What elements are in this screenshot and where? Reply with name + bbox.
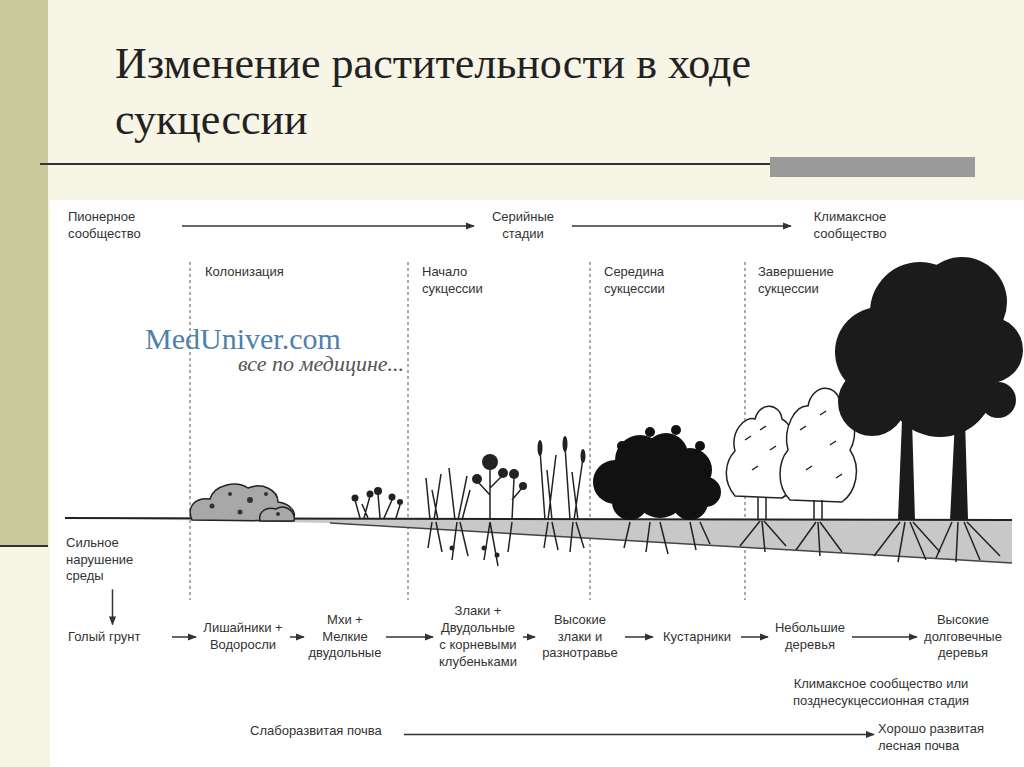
watermark: MedUniver.com xyxy=(145,322,445,355)
step-text: Слаборазвитая почва xyxy=(250,723,400,740)
flow-step: Голый грунт xyxy=(68,629,168,646)
flow-arrow xyxy=(572,225,791,227)
flow-step: Серийные стадии xyxy=(478,209,568,243)
flow-step: Мхи + Мелкие двудольные xyxy=(308,612,382,663)
step-text: Хорошо развитая лесная почва xyxy=(878,721,1012,755)
flow-arrow xyxy=(182,225,474,227)
flow-arrow xyxy=(852,636,917,638)
flow-arrow xyxy=(290,636,304,638)
step-text: Климаксное сообщество xyxy=(795,209,905,243)
flow-arrow xyxy=(172,636,196,638)
flow-arrow xyxy=(741,636,768,638)
flow-arrow xyxy=(404,734,874,736)
stage-label: Завершение сукцессии xyxy=(758,264,858,298)
step-text: Небольшие деревья xyxy=(772,620,848,654)
stage-label: Колонизация xyxy=(205,264,305,281)
step-text: Лишайники + Водоросли xyxy=(200,620,286,654)
flow-arrow xyxy=(386,636,433,638)
step-text: Злаки + Двудольные с корневыми клубенька… xyxy=(437,603,519,671)
step-text: Сильное нарушение среды xyxy=(66,535,148,586)
step-text: Серийные стадии xyxy=(478,209,568,243)
step-text: Кустарники xyxy=(657,629,737,646)
step-text: Высокие долговечные деревья xyxy=(921,612,1005,663)
step-text: Мхи + Мелкие двудольные xyxy=(308,612,382,663)
flow-step: Высокие злаки и разнотравье xyxy=(539,612,621,663)
step-text: Голый грунт xyxy=(68,629,168,646)
step-text: Пионерное сообщество xyxy=(68,209,178,243)
flow-step: Высокие долговечные деревья xyxy=(921,612,1005,663)
flow-arrow xyxy=(523,636,535,638)
slide-title: Изменение растительности в ходе сукцесси… xyxy=(115,36,915,148)
flow-step: Злаки + Двудольные с корневыми клубенька… xyxy=(437,603,519,671)
flow-step: Климаксное сообщество xyxy=(795,209,905,243)
flow-step: Слаборазвитая почва xyxy=(250,723,400,740)
flow-step: Сильное нарушение среды xyxy=(66,535,148,586)
watermark: все по медицине... xyxy=(238,352,478,376)
flow-arrow xyxy=(625,636,653,638)
flow-step: Пионерное сообщество xyxy=(68,209,178,243)
flow-step: Лишайники + Водоросли xyxy=(200,620,286,654)
stage-note: Климаксное сообщество или позднесукцесси… xyxy=(748,676,1014,710)
step-text: Высокие злаки и разнотравье xyxy=(539,612,621,663)
flow-arrow xyxy=(112,589,114,624)
stage-label: Начало сукцессии xyxy=(422,264,522,298)
flow-step: Хорошо развитая лесная почва xyxy=(878,721,1012,755)
flow-step: Кустарники xyxy=(657,629,737,646)
flow-step: Небольшие деревья xyxy=(772,620,848,654)
stage-label: Середина сукцессии xyxy=(604,264,704,298)
